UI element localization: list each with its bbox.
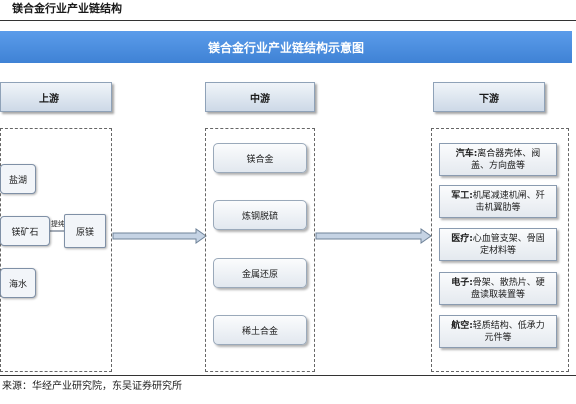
top-divider bbox=[0, 20, 576, 21]
midstream-header: 中游 bbox=[205, 82, 315, 112]
downstream-item-category: 医疗: bbox=[451, 233, 473, 244]
downstream-item-medical: 医疗:心血管支架、骨固定材料等 bbox=[439, 228, 557, 261]
downstream-group bbox=[431, 128, 569, 372]
downstream-item-electronics: 电子:骨架、散热片、硬盘读取装置等 bbox=[439, 272, 557, 305]
arrow-upstream-to-midstream bbox=[112, 228, 207, 244]
downstream-header: 下游 bbox=[433, 82, 545, 112]
arrow-midstream-to-downstream bbox=[315, 228, 432, 244]
bottom-divider bbox=[0, 375, 576, 376]
downstream-item-category: 军工: bbox=[451, 190, 473, 201]
midstream-item-label: 炼钢脱硫 bbox=[241, 211, 278, 222]
upstream-group bbox=[0, 128, 112, 372]
downstream-item-detail: 轻质结构、低承力元件等 bbox=[472, 320, 545, 343]
midstream-header-label: 中游 bbox=[250, 93, 270, 105]
downstream-item-detail: 机尾减速机闸、歼击机翼肋等 bbox=[472, 190, 545, 213]
midstream-item: 炼钢脱硫 bbox=[213, 200, 307, 230]
downstream-item-category: 电子: bbox=[451, 277, 473, 288]
primary-magnesium-box: 原镁 bbox=[64, 214, 106, 248]
midstream-item-label: 稀土合金 bbox=[241, 326, 278, 337]
downstream-item-detail: 离合器壳体、阀盖、方向盘等 bbox=[470, 148, 541, 171]
diagram-banner: 镁合金行业产业链结构示意图 bbox=[0, 31, 572, 63]
source-magnesium-ore: 镁矿石 bbox=[0, 216, 50, 246]
source-label: 盐湖 bbox=[8, 175, 27, 186]
source-salt-lake: 盐湖 bbox=[0, 164, 36, 194]
primary-magnesium-label: 原镁 bbox=[75, 227, 94, 238]
downstream-item-detail: 心血管支架、骨固定材料等 bbox=[472, 233, 545, 256]
purification-label: 提纯 bbox=[51, 220, 65, 228]
banner-title: 镁合金行业产业链结构示意图 bbox=[207, 40, 364, 55]
downstream-item-military: 军工:机尾减速机闸、歼击机翼肋等 bbox=[439, 185, 557, 218]
downstream-item-category: 汽车: bbox=[455, 148, 478, 159]
source-note: 来源：华经产业研究院，东吴证券研究所 bbox=[2, 381, 182, 392]
midstream-item: 镁合金 bbox=[213, 143, 307, 173]
midstream-item: 稀土合金 bbox=[213, 315, 307, 345]
midstream-item: 金属还原 bbox=[213, 258, 307, 288]
upstream-header-label: 上游 bbox=[39, 93, 59, 105]
downstream-item-category: 航空: bbox=[451, 320, 473, 331]
page-title: 镁合金行业产业链结构 bbox=[12, 2, 122, 15]
upstream-header: 上游 bbox=[0, 82, 112, 112]
midstream-group bbox=[205, 128, 315, 372]
midstream-item-label: 镁合金 bbox=[246, 154, 274, 165]
source-seawater: 海水 bbox=[0, 268, 36, 298]
downstream-item-aviation: 航空:轻质结构、低承力元件等 bbox=[439, 315, 557, 348]
downstream-header-label: 下游 bbox=[479, 93, 499, 105]
midstream-item-label: 金属还原 bbox=[241, 269, 278, 280]
source-label: 海水 bbox=[8, 279, 27, 290]
downstream-item-detail: 骨架、散热片、硬盘读取装置等 bbox=[470, 277, 545, 300]
source-label: 镁矿石 bbox=[11, 227, 39, 238]
downstream-item-automotive: 汽车:离合器壳体、阀盖、方向盘等 bbox=[439, 143, 557, 176]
